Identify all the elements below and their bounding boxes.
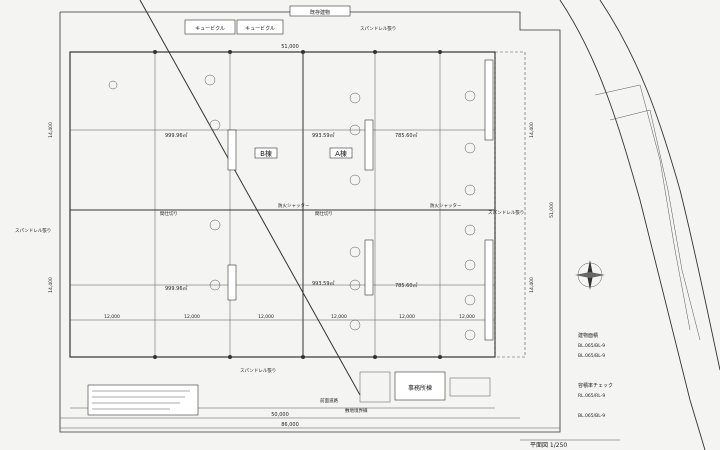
shutter-strips [227,59,494,341]
room-gate-label-1: 間仕切り [160,210,178,217]
column-markers [153,50,442,359]
left-dim-2: 14,400 [48,277,54,293]
right-total-dim: 51,000 [549,202,555,218]
area-a-south-right: 785.60㎡ [395,282,418,289]
cubicle-label-2: キュービクル [245,25,275,32]
bottom-note-1: 前面道路 [320,397,338,404]
bottom-total-dim: 86,000 [281,422,299,428]
top-total-dim: 51,000 [281,44,299,50]
right-dim-1: 14,400 [529,122,535,138]
area-b-north: 999.96㎡ [165,132,188,139]
column-grid-vertical [154,52,441,357]
office-label: 事務所棟 [408,384,432,392]
shutter-label-2: 防火シャッター [430,202,462,209]
area-a-south-left: 993.59㎡ [312,280,335,287]
check-label: 容積率チェック [578,382,613,389]
area-b-south: 999.96㎡ [165,285,188,292]
span-dim-6: 12,000 [459,314,475,320]
span-dim-1: 12,000 [104,314,120,320]
column-grid-horizontal [70,129,495,321]
notes-line-1: BL.065/BL-9 [578,343,605,349]
area-a-north-left: 993.59㎡ [312,132,335,139]
office-annex [394,371,446,401]
bottom-note-2: 敷地境界線 [345,407,368,414]
span-dim-4: 12,000 [331,314,347,320]
spandrel-label-left: スパンドレル張り [15,228,51,234]
spandrel-label-right: スパンドレル張り [488,210,524,216]
existing-building-label: 既存建物 [310,9,330,16]
cubicle-label-1: キュービクル [195,25,225,32]
building-b-label-box [254,147,278,159]
cubicle-box-2 [236,19,284,35]
fixture-symbols [108,74,476,341]
spandrel-label-top: スパンドレル張り [360,26,396,32]
span-dim-5: 12,000 [399,314,415,320]
bottom-sub-dim: 50,000 [271,412,289,418]
site-boundary [59,11,561,433]
drawing-title: 平面図 1/250 [530,442,567,449]
cubicle-box-1 [184,19,236,35]
road-curve [559,0,720,450]
notes-line-4: BL.065/BL-9 [578,413,605,419]
notes-line-2: BL.065/BL-9 [578,353,605,359]
building-a-label-box [329,147,353,159]
side-room [449,377,491,397]
legend-notes-box [87,384,199,416]
span-dim-2: 12,000 [184,314,200,320]
setback-diagonal-line [139,0,361,396]
area-a-north-right: 785.60㎡ [395,132,418,139]
right-dim-2: 14,400 [529,277,535,293]
entry-porch [359,371,391,403]
notes-line-3: RL.065/RL-9 [578,393,605,399]
room-gate-label-2: 間仕切り [315,210,333,217]
shutter-label-1: 防火シャッター [278,202,310,209]
notes-header: 建物面積 [578,332,598,339]
spandrel-label-bottom: スパンドレル張り [240,368,276,374]
span-dim-3: 12,000 [258,314,274,320]
existing-building-box [289,5,351,17]
north-arrow-icon [575,260,605,290]
eave-extension [494,51,526,358]
building-a-label: A棟 [335,149,347,158]
left-dim-1: 14,400 [48,122,54,138]
building-b-label: B棟 [260,149,272,158]
